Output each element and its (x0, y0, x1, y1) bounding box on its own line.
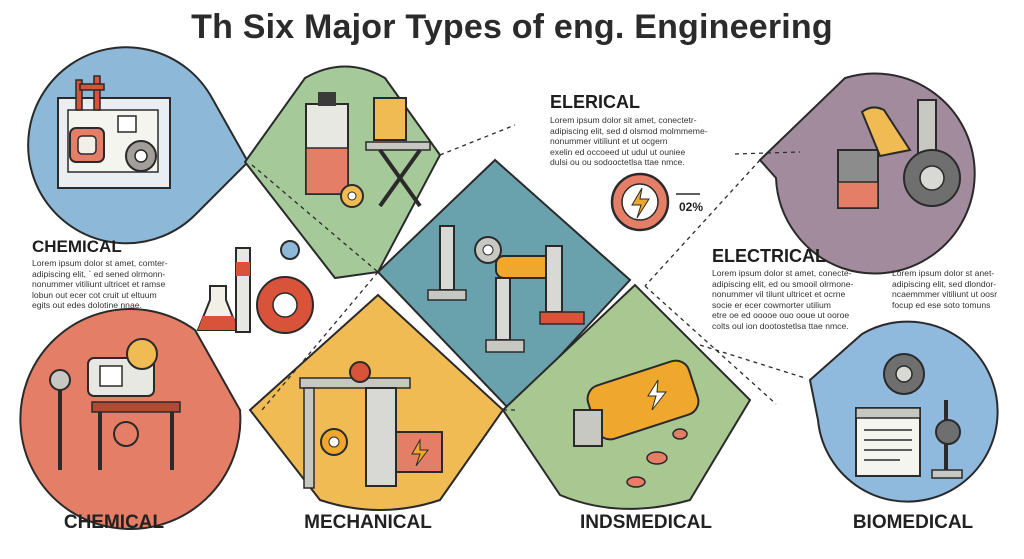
stool-icon (365, 97, 431, 208)
chemical-lab-panel (27, 46, 250, 245)
text-line: Lorem ipsum dolor st anet- (892, 268, 995, 278)
bottom-label-chemical: CHEMICAL (63, 512, 165, 533)
flask-icon (196, 240, 314, 334)
heading-elerical: ELERICAL (550, 92, 640, 112)
text-block-far-right: Lorem ipsum dolor st anet- adipiscing el… (892, 268, 997, 310)
resistor-icons (626, 428, 688, 488)
gear-icon (883, 353, 925, 395)
text-block-chemical: Lorem ipsum dolor st amet, comter- adipi… (32, 258, 168, 311)
text-block-electrical: Lorem ipsum dolor st amet, conecte- adip… (712, 268, 853, 332)
industrial-panel (758, 72, 976, 275)
text-line: adipiscing elit, ` ed sened olrmonn- (32, 268, 166, 279)
text-line: adipiscing elit, ed ou smooil olrmone- (712, 278, 854, 289)
lightning-gear-icon (610, 172, 670, 232)
gear-icon (113, 338, 158, 447)
microscope-icon (931, 400, 963, 479)
mechanical-press-panel (243, 65, 442, 280)
text-line: socie er ecer cowmorter utilium (712, 299, 831, 310)
electrical-motor-panel (501, 283, 752, 510)
dashed-connectors (251, 124, 806, 411)
text-line: nonummer vitiliunt ultricet et ramse (32, 279, 166, 290)
text-line: ncaemmmer vitiliunt ut oosr (892, 289, 998, 300)
pump-icon (837, 99, 937, 209)
bottom-label-biomedical: BIOMEDICAL (852, 512, 974, 533)
text-line: Lorem ipsum dolor st amet, conecte- (712, 268, 852, 278)
monitor-icon (57, 97, 171, 189)
heading-chemical: CHEMICAL (32, 237, 122, 256)
text-line: etre oe ed ooooe ouo ooue ut ooroe (712, 310, 850, 321)
hydraulic-press-icon (299, 361, 443, 489)
robot-arm-icon (427, 225, 585, 353)
text-line: focup ed ese soto tomuns (892, 299, 991, 310)
text-line: adipiscing elit, sed dlondor- (892, 278, 997, 289)
text-line: adipiscing elit, sed d olsmod molmmeme- (550, 125, 708, 136)
crane-icon (75, 75, 105, 111)
text-line: nonummer vil tilunt ultricet et ocrne (712, 289, 846, 300)
text-line: nonummer vitiliunt et ut ocgern (550, 136, 668, 147)
text-line: lobun out ecer cot cruit ut eltuum (32, 289, 157, 300)
gear-icon (125, 140, 157, 172)
bottom-label-mechanical: MECHANICAL (304, 512, 432, 533)
bottom-label-indsmedical: INDSMEDICAL (580, 512, 712, 533)
clipboard-icon (855, 407, 921, 477)
text-line: egits out edes dolotine nnae. (32, 300, 142, 311)
chemical-machine-panel (19, 308, 242, 531)
gear-icon (340, 184, 364, 208)
text-line: Lorem ipsum dolor sit amet, conectetr- (550, 115, 697, 125)
text-line: dulsi ou ou sodooctetlsa ttae nmce. (550, 157, 685, 168)
table-icon (91, 401, 181, 470)
gear-icon (903, 149, 961, 207)
gear-icon (320, 428, 348, 456)
gear-icon (474, 236, 502, 264)
percent-label: 02% (679, 200, 704, 214)
robotics-panel (376, 158, 632, 412)
container-icon (305, 92, 349, 195)
heading-electrical: ELECTRICAL (712, 246, 826, 266)
mechanical-panel (248, 293, 505, 511)
text-block-elerical: Lorem ipsum dolor sit amet, conectetr- a… (550, 115, 708, 168)
text-line: exelin ed occoeed ut udul ut ouniee (550, 146, 686, 157)
text-line: Lorem ipsum dolor st amet, comter- (32, 258, 168, 268)
motor-icon (573, 359, 700, 447)
biomedical-panel (808, 320, 999, 503)
page-title: Th Six Major Types of eng. Engineering (191, 8, 833, 46)
text-line: colts oul ion dootostetlsa ttae nmce. (712, 320, 849, 331)
